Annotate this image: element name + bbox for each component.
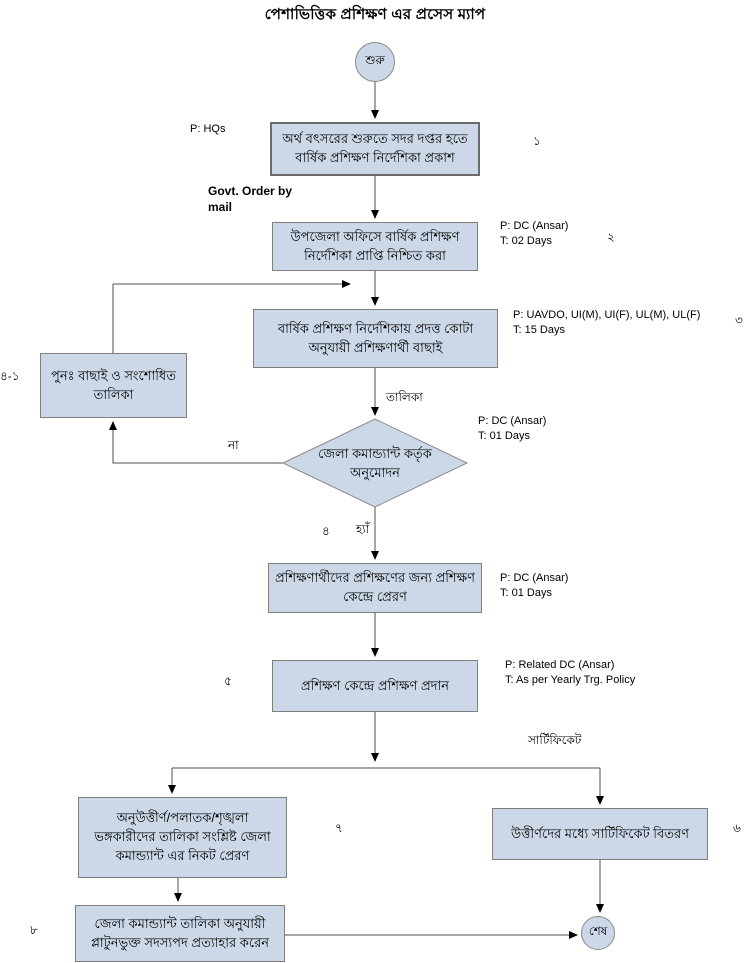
edge-label-no: না: [228, 438, 239, 452]
annotation-step2-performer: P: DC (Ansar): [500, 220, 569, 232]
annotation-decision: P: DC (Ansar) T: 01 Days: [478, 414, 546, 444]
step-number-5: ৫: [224, 674, 232, 688]
step-number-4: ৪: [322, 524, 330, 538]
step-distribute-certificates-text: উত্তীর্ণদের মধ্যে সার্টিফিকেট বিতরণ: [510, 825, 690, 841]
annotation-decision-time: T: 01 Days: [478, 429, 530, 442]
step-select-trainees: বার্ষিক প্রশিক্ষণ নির্দেশিকায় প্রদত্ত ক…: [253, 309, 498, 368]
step-number-1: ১: [533, 134, 541, 148]
annotation-step3-time: T: 15 Days: [513, 323, 565, 336]
annotation-step1-performer: P: HQs: [190, 123, 226, 135]
start-terminal: শুরু: [355, 42, 395, 82]
decision-diamond-shape: [281, 418, 469, 508]
step-provide-training-text: প্রশিক্ষণ কেন্দ্রে প্রশিক্ষণ প্রদান: [300, 677, 450, 693]
annotation-step5-time: T: 01 Days: [500, 586, 552, 599]
step-revised-list-text: পুনঃ বাছাই ও সংশোধিত তালিকা: [51, 367, 176, 402]
step-confirm-receipt: উপজেলা অফিসে বার্ষিক প্রশিক্ষণ নির্দেশিক…: [272, 222, 478, 271]
start-label: শুরু: [365, 53, 385, 67]
step-distribute-certificates: উত্তীর্ণদের মধ্যে সার্টিফিকেট বিতরণ: [492, 808, 708, 860]
step-number-8: ৮: [30, 923, 38, 937]
edge-label-certificate: সার্টিফিকেট: [528, 733, 582, 747]
annotation-step3-performer: P: UAVDO, UI(M), UI(F), UL(M), UL(F): [513, 309, 701, 321]
step-send-to-center-text: প্রশিক্ষণার্থীদের প্রশিক্ষণের জন্য প্রশি…: [275, 570, 476, 604]
step-number-2: ২: [607, 230, 615, 244]
annotation-step2: P: DC (Ansar) T: 02 Days: [500, 219, 568, 249]
annotation-govt-order: Govt. Order by mail: [208, 183, 318, 215]
step-number-3: ৩: [735, 313, 743, 327]
annotation-step5-performer: P: DC (Ansar): [500, 572, 569, 584]
annotation-govt-order-line2: mail: [208, 200, 233, 215]
step-revised-list: পুনঃ বাছাই ও সংশোধিত তালিকা: [40, 353, 187, 418]
annotation-govt-order-line1: Govt. Order by: [208, 184, 293, 198]
end-terminal: শেষ: [581, 916, 615, 950]
step-select-trainees-text: বার্ষিক প্রশিক্ষণ নির্দেশিকায় প্রদত্ত ক…: [277, 320, 474, 355]
edge-label-list: তালিকা: [386, 390, 423, 404]
annotation-decision-performer: P: DC (Ansar): [478, 415, 547, 427]
step-provide-training: প্রশিক্ষণ কেন্দ্রে প্রশিক্ষণ প্রদান: [272, 660, 478, 712]
annotation-step6-time: T: As per Yearly Trg. Policy: [505, 673, 636, 686]
annotation-step2-time: T: 02 Days: [500, 234, 552, 247]
annotation-step6: P: Related DC (Ansar) T: As per Yearly T…: [505, 658, 635, 688]
edge-label-yes: হ্যাঁ: [356, 522, 370, 536]
decision-approval-text: জেলা কমান্ড্যান্ট কর্তৃক অনুমোদন: [318, 445, 432, 481]
step-withdraw-membership: জেলা কমান্ড্যান্ট তালিকা অনুযায়ী প্লাটু…: [75, 905, 285, 962]
step-number-7: ৭: [335, 821, 343, 835]
end-label: শেষ: [588, 924, 608, 938]
step-withdraw-membership-text: জেলা কমান্ড্যান্ট তালিকা অনুযায়ী প্লাটু…: [90, 915, 270, 950]
decision-approval: জেলা কমান্ড্যান্ট কর্তৃক অনুমোদন: [299, 426, 451, 500]
step-confirm-receipt-text: উপজেলা অফিসে বার্ষিক প্রশিক্ষণ নির্দেশিক…: [290, 228, 460, 263]
step-publish-guideline-text: অর্থ বৎসরের শুরুতে সদর দপ্তর হতে বার্ষিক…: [282, 131, 468, 165]
annotation-step5: P: DC (Ansar) T: 01 Days: [500, 571, 568, 601]
step-number-6: ৬: [733, 821, 741, 835]
page-title: পেশাভিত্তিক প্রশিক্ষণ এর প্রসেস ম্যাপ: [264, 6, 486, 23]
step-send-to-center: প্রশিক্ষণার্থীদের প্রশিক্ষণের জন্য প্রশি…: [268, 563, 482, 613]
annotation-step3: P: UAVDO, UI(M), UI(F), UL(M), UL(F) T: …: [513, 308, 700, 338]
annotation-step6-performer: P: Related DC (Ansar): [505, 659, 615, 671]
step-send-failed-list: অনুউত্তীর্ণ/পলাতক/শৃঙ্খলা ভঙ্গকারীদের তা…: [78, 797, 287, 878]
step-number-4-1: ৪-১: [0, 369, 20, 383]
step-send-failed-list-text: অনুউত্তীর্ণ/পলাতক/শৃঙ্খলা ভঙ্গকারীদের তা…: [94, 810, 271, 863]
step-publish-guideline: অর্থ বৎসরের শুরুতে সদর দপ্তর হতে বার্ষিক…: [270, 122, 480, 176]
